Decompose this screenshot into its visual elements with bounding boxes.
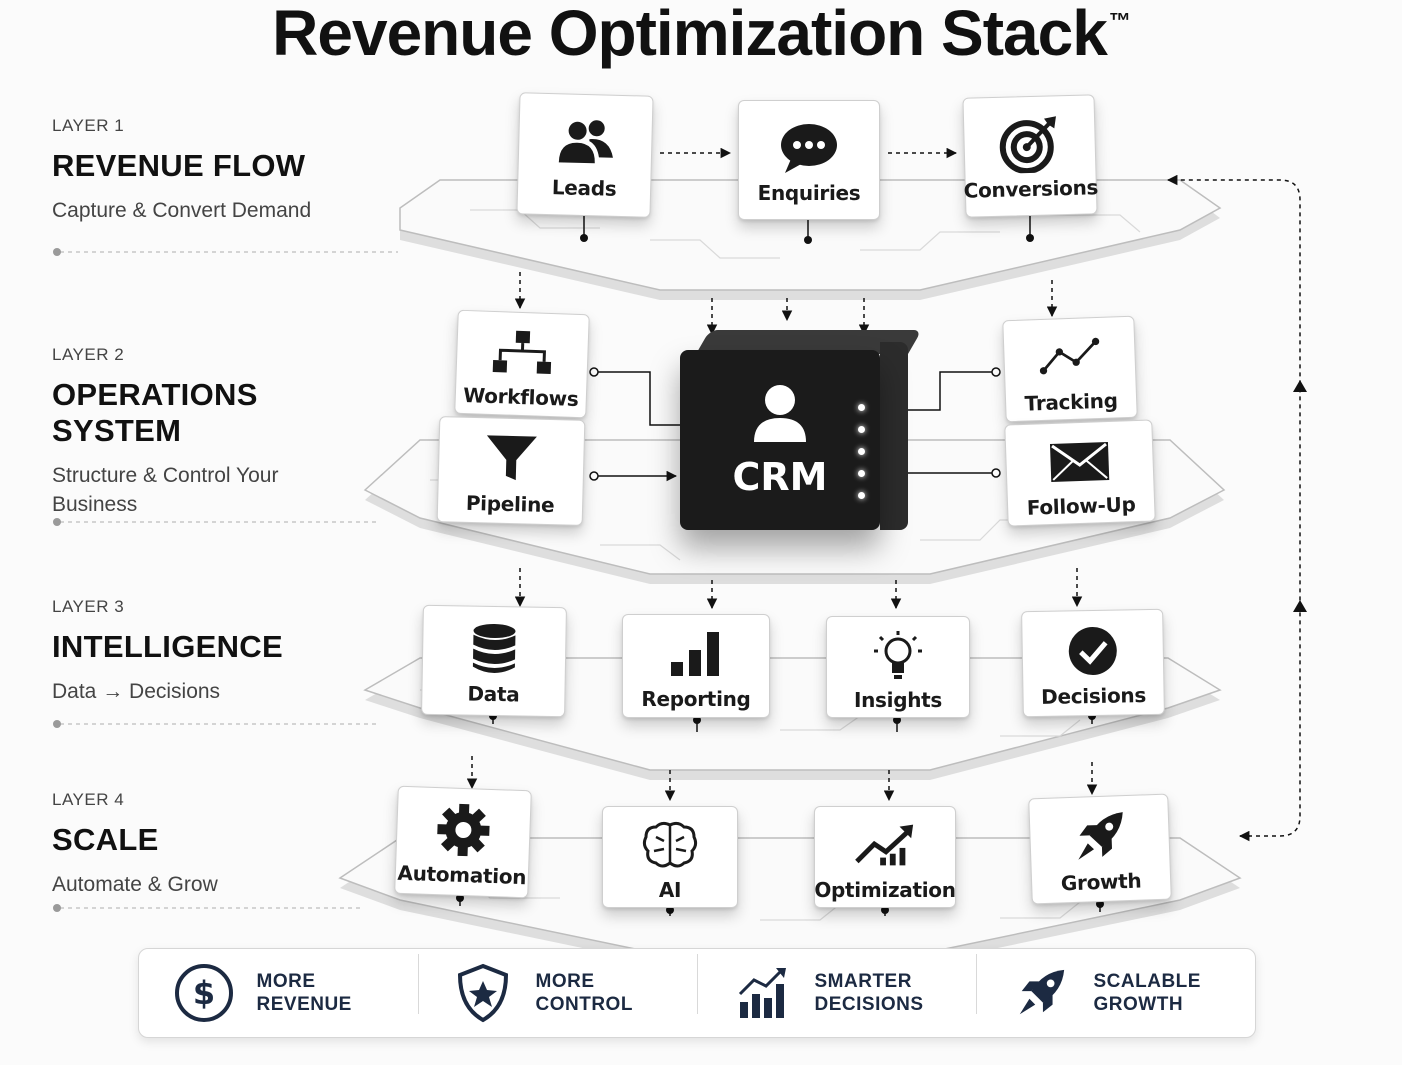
node-label: Optimization (814, 878, 956, 902)
node-insights: Insights (826, 616, 970, 718)
layer-name: REVENUE FLOW (52, 148, 306, 183)
benefit-line: MORE (256, 971, 316, 992)
lightbulb-icon (866, 626, 930, 684)
node-label: Insights (853, 688, 943, 712)
benefit-line: SCALABLE (1093, 971, 1201, 992)
trend-up-icon (853, 816, 917, 874)
connector-ports (589, 367, 1001, 481)
node-label: Conversions (963, 175, 1099, 203)
node-label: Enquiries (757, 181, 861, 205)
crm-connectors (596, 371, 994, 482)
check-circle-icon (1060, 621, 1125, 680)
layer-guide-lines (60, 251, 398, 909)
crm-led (858, 404, 865, 411)
layer-description: Capture & Convert Demand (52, 199, 312, 222)
node-automation: Automation (394, 785, 532, 899)
node-label: Pipeline (465, 490, 555, 518)
node-label: Data (467, 681, 520, 707)
layer-3-label: LAYER 3 INTELLIGENCE Data → Decisions (52, 597, 392, 706)
crm-hub: CRM (680, 350, 880, 530)
envelope-icon (1047, 431, 1113, 491)
node-pipeline: Pipeline (436, 416, 586, 526)
node-data: Data (421, 604, 567, 718)
crm-label: CRM (732, 454, 828, 499)
chat-bubble-icon (777, 119, 841, 177)
layer-number: LAYER 4 (52, 790, 125, 809)
dollar-circle-icon: $ (171, 960, 237, 1026)
crm-block-side (880, 342, 908, 530)
brain-icon (638, 816, 702, 874)
diagram-title: Revenue Optimization Stack™ (272, 0, 1131, 69)
platform-layer-3 (363, 657, 1222, 780)
node-label: Growth (1060, 868, 1142, 896)
crm-led (858, 470, 865, 477)
line-trend-icon (1037, 327, 1103, 387)
platform-layer-4 (338, 837, 1242, 960)
down-arrows (466, 272, 1098, 802)
node-conversions: Conversions (962, 94, 1099, 218)
shield-star-icon (450, 960, 516, 1026)
rocket-icon (1008, 960, 1074, 1026)
node-growth: Growth (1028, 793, 1172, 905)
node-follow-up: Follow-Up (1004, 419, 1156, 527)
node-label: Reporting (641, 687, 751, 711)
benefit-line: MORE (535, 971, 595, 992)
node-decisions: Decisions (1021, 608, 1165, 718)
layer-name: SCALE (52, 822, 159, 857)
node-enquiries: Enquiries (738, 100, 880, 220)
node-leads: Leads (516, 92, 654, 218)
layer-description: Data → Decisions (52, 680, 221, 703)
target-icon (997, 114, 1062, 174)
rocket-icon (1067, 807, 1133, 867)
gear-icon (430, 800, 496, 860)
crm-led (858, 448, 865, 455)
benefit-line: GROWTH (1093, 994, 1184, 1015)
layer-description: Automate & Grow (52, 873, 218, 896)
user-icon (750, 382, 810, 449)
benefit-line: SMARTER (814, 971, 912, 992)
node-label: Tracking (1024, 388, 1119, 416)
node-workflows: Workflows (454, 309, 590, 419)
layer-number: LAYER 2 (52, 345, 125, 364)
node-label: AI (658, 878, 682, 902)
node-ai: AI (602, 806, 738, 908)
node-optimization: Optimization (814, 806, 956, 908)
layer-number: LAYER 3 (52, 597, 125, 616)
crm-led (858, 492, 865, 499)
feedback-loop (1166, 174, 1301, 842)
funnel-icon (479, 429, 544, 489)
workflow-tree-icon (489, 322, 555, 382)
benefit-line: REVENUE (256, 994, 352, 1015)
layer-1-label: LAYER 1 REVENUE FLOW Capture & Convert D… (52, 116, 392, 225)
node-label: Decisions (1040, 683, 1147, 709)
users-icon (553, 113, 618, 173)
node-label: Automation (397, 860, 527, 890)
guide-dots (53, 248, 61, 912)
database-icon (462, 619, 527, 678)
node-tracking: Tracking (1002, 315, 1138, 423)
layer-name: OPERATIONS SYSTEM (52, 377, 258, 448)
benefit-line: DECISIONS (814, 994, 924, 1015)
node-reporting: Reporting (622, 614, 770, 718)
benefit-line: CONTROL (535, 994, 633, 1015)
svg-text:$: $ (192, 974, 214, 1012)
crm-led (858, 426, 865, 433)
node-label: Leads (551, 175, 617, 201)
bar-chart-up-icon (729, 960, 795, 1026)
layer-2-label: LAYER 2 OPERATIONS SYSTEM Structure & Co… (52, 345, 392, 519)
node-label: Follow-Up (1026, 492, 1136, 520)
layer-description: Structure & Control Your Business (52, 464, 279, 516)
layer-number: LAYER 1 (52, 116, 125, 135)
loop-up-arrows (1293, 380, 1307, 612)
node-label: Workflows (462, 382, 579, 411)
layer-name: INTELLIGENCE (52, 629, 283, 664)
layer-4-label: LAYER 4 SCALE Automate & Grow (52, 790, 392, 899)
bar-chart-icon (664, 625, 728, 683)
